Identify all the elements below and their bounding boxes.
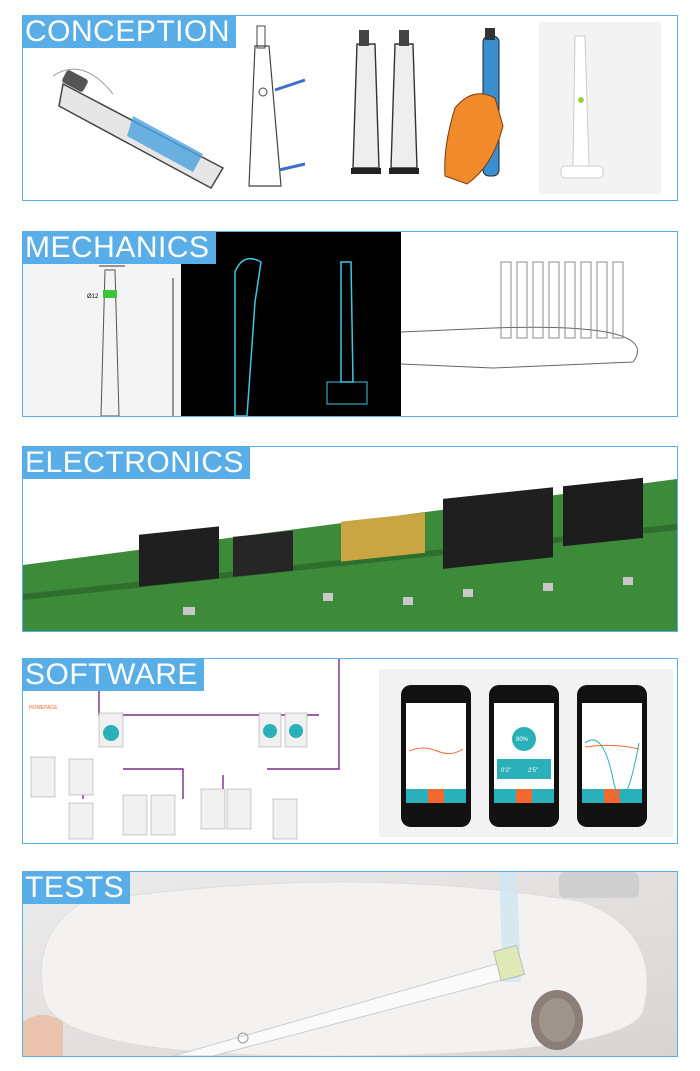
section-label-mechanics: MECHANICS <box>23 232 216 264</box>
homepage-label: HOMEPAGE <box>29 705 58 711</box>
panel-tests: TESTS <box>22 871 678 1057</box>
panel-electronics: ELECTRONICS <box>22 446 678 632</box>
chip-1 <box>139 526 219 587</box>
faucet <box>559 872 639 898</box>
app-time-a: 0'2" <box>501 768 511 774</box>
app-percent: 80% <box>516 737 529 743</box>
panel-mechanics: MECHANICS 10 Ø12 <box>22 231 678 417</box>
section-label-electronics: ELECTRONICS <box>23 447 250 479</box>
phones-mockup <box>379 669 673 837</box>
render-white-brush <box>539 22 661 194</box>
app-time-b: 2'5" <box>528 768 538 774</box>
section-label-software: SOFTWARE <box>23 659 204 691</box>
sink-basin <box>40 881 648 1056</box>
sketch-pair-brushes <box>351 30 419 174</box>
dimension-small-label: Ø12 <box>87 294 99 300</box>
sketch-outline-brush <box>248 25 306 187</box>
antenna-pad <box>341 512 425 562</box>
section-label-tests: TESTS <box>23 872 131 904</box>
conception-sketches <box>52 22 661 194</box>
section-label-conception: CONCEPTION <box>23 16 237 48</box>
chip-2 <box>233 530 293 577</box>
cad-brush-head <box>400 261 638 369</box>
chip-3 <box>443 487 553 569</box>
finger <box>23 1015 63 1056</box>
software-flowchart: HOMEPAGE <box>29 659 673 840</box>
sketch-angled-brush <box>52 68 225 190</box>
panel-conception: CONCEPTION <box>22 15 678 201</box>
cad-wireframe-dark <box>181 232 401 416</box>
tests-photo <box>23 872 677 1056</box>
power-button-icon <box>237 1032 249 1044</box>
panel-software: SOFTWARE HOMEPAGE <box>22 658 678 844</box>
sketch-hand-brush <box>444 28 504 185</box>
chip-4 <box>563 477 643 547</box>
